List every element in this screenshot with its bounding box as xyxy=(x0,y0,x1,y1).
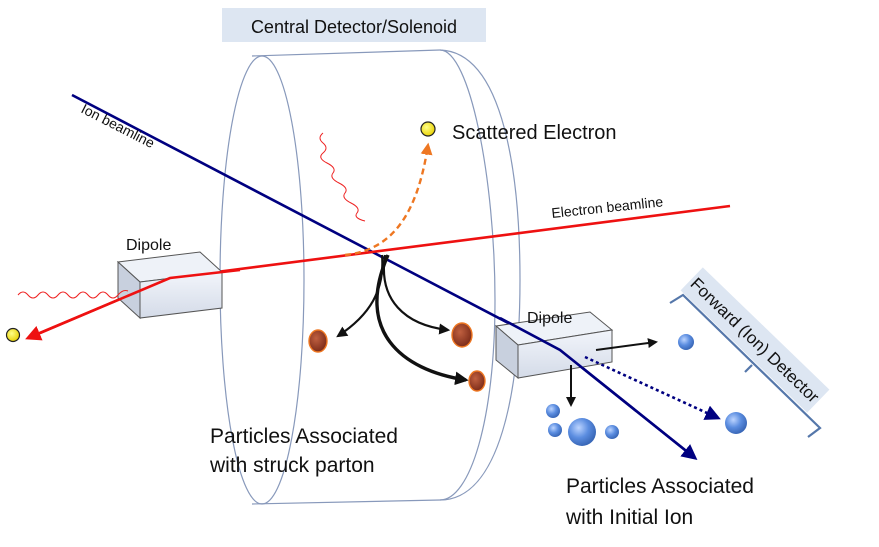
wavy-photon-icon xyxy=(319,132,366,222)
dipole-right-label: Dipole xyxy=(527,310,572,327)
wavy-photon-icon xyxy=(17,290,129,299)
struck-parton-label-line2: with struck parton xyxy=(209,454,375,477)
forward-detector-bracket-tick xyxy=(744,364,753,373)
central-detector-label-box xyxy=(222,8,486,42)
central-detector-label: Central Detector/Solenoid xyxy=(222,8,486,42)
initial-ion-label-line2: with Initial Ion xyxy=(565,506,693,529)
parton-particle xyxy=(468,370,486,392)
struck-parton-jets xyxy=(308,254,486,392)
ion-particles xyxy=(546,334,747,446)
struck-parton-label-line1: Particles Associated xyxy=(210,425,398,448)
ion-particle xyxy=(678,334,694,350)
ion-beamline-segment xyxy=(499,316,691,456)
scattered-electron-label: Scattered Electron xyxy=(452,122,617,144)
dipole-right: Dipole xyxy=(494,310,614,380)
forward-detector-label-text: Forward (Ion) Detector xyxy=(687,274,823,407)
forward-detector-label-box xyxy=(680,267,830,413)
scattered-electron-path xyxy=(344,142,433,257)
cylinder-back-edge xyxy=(439,49,496,501)
ion-fragment-arrow-right xyxy=(595,338,658,351)
ion-particle xyxy=(568,418,596,446)
outgoing-electron-dot xyxy=(5,327,21,343)
ion-particle xyxy=(605,425,619,439)
initial-ion-label-line1: Particles Associated xyxy=(566,475,754,498)
cylinder-top-edge xyxy=(251,49,441,57)
electron-beamline-segment xyxy=(39,268,241,335)
parton-particle xyxy=(308,329,328,353)
ion-fragment-dotted-path xyxy=(584,355,721,420)
parton-particle xyxy=(451,322,473,348)
scattered-electron-dot xyxy=(420,121,436,137)
central-detector-label-text: Central Detector/Solenoid xyxy=(251,17,457,37)
jet-arrow-bold xyxy=(375,254,469,386)
forward-detector-bracket xyxy=(669,293,822,438)
ion-particle xyxy=(546,404,560,418)
dipole-left-label: Dipole xyxy=(126,237,171,254)
forward-detector-label: Forward (Ion) Detector xyxy=(680,267,830,413)
ion-beamline-label: Ion beamline xyxy=(79,100,158,151)
cylinder-bottom-edge xyxy=(251,499,441,505)
jet-arrow-middle xyxy=(382,254,451,335)
ion-particle xyxy=(725,412,747,434)
cylinder-rear-arc xyxy=(439,49,521,501)
ion-particle xyxy=(548,423,562,437)
